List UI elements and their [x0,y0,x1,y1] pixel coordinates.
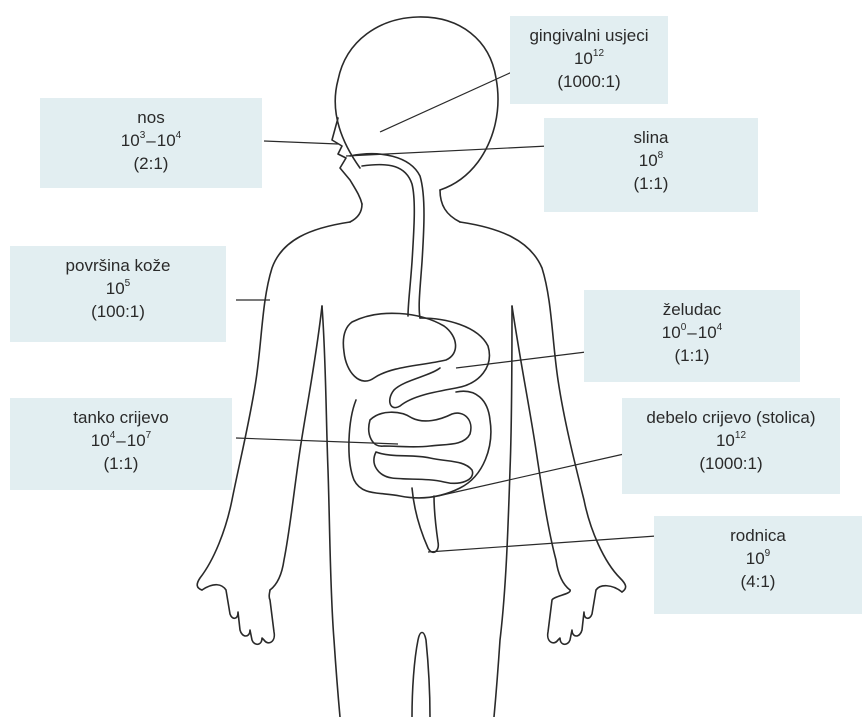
label-gingivalni-count: 1012 [510,47,668,70]
label-debelo-ratio: (1000:1) [622,452,840,475]
label-rodnica-count: 109 [654,547,862,570]
label-nos-ratio: (2:1) [40,152,262,175]
label-tanko-ratio: (1:1) [10,452,232,475]
label-slina-ratio: (1:1) [544,172,758,195]
leader-gingivalni [380,72,512,132]
label-koza-count: 105 [10,277,226,300]
label-debelo-crijevo: debelo crijevo (stolica) 1012 (1000:1) [622,398,840,494]
leader-slina [346,146,548,156]
label-slina: slina 108 (1:1) [544,118,758,212]
label-zeludac-count: 100–104 [584,321,800,344]
label-gingivalni-usjeci: gingivalni usjeci 1012 (1000:1) [510,16,668,104]
label-zeludac-ratio: (1:1) [584,344,800,367]
label-slina-count: 108 [544,149,758,172]
label-tanko-count: 104–107 [10,429,232,452]
leader-debelo [438,454,624,496]
leader-zeludac [456,352,586,368]
label-nos-name: nos [40,106,262,129]
label-gingivalni-name: gingivalni usjeci [510,24,668,47]
leader-tanko [236,438,398,444]
leader-nos [264,141,338,144]
label-debelo-name: debelo crijevo (stolica) [622,406,840,429]
label-zeludac: želudac 100–104 (1:1) [584,290,800,382]
label-rodnica: rodnica 109 (4:1) [654,516,862,614]
label-debelo-count: 1012 [622,429,840,452]
label-gingivalni-ratio: (1000:1) [510,70,668,93]
label-zeludac-name: želudac [584,298,800,321]
label-nos: nos 103–104 (2:1) [40,98,262,188]
label-tanko-name: tanko crijevo [10,406,232,429]
leader-rodnica [428,536,656,552]
label-povrsina-koze: površina kože 105 (100:1) [10,246,226,342]
label-rodnica-ratio: (4:1) [654,570,862,593]
label-rodnica-name: rodnica [654,524,862,547]
label-slina-name: slina [544,126,758,149]
label-nos-count: 103–104 [40,129,262,152]
label-koza-name: površina kože [10,254,226,277]
label-tanko-crijevo: tanko crijevo 104–107 (1:1) [10,398,232,490]
label-koza-ratio: (100:1) [10,300,226,323]
